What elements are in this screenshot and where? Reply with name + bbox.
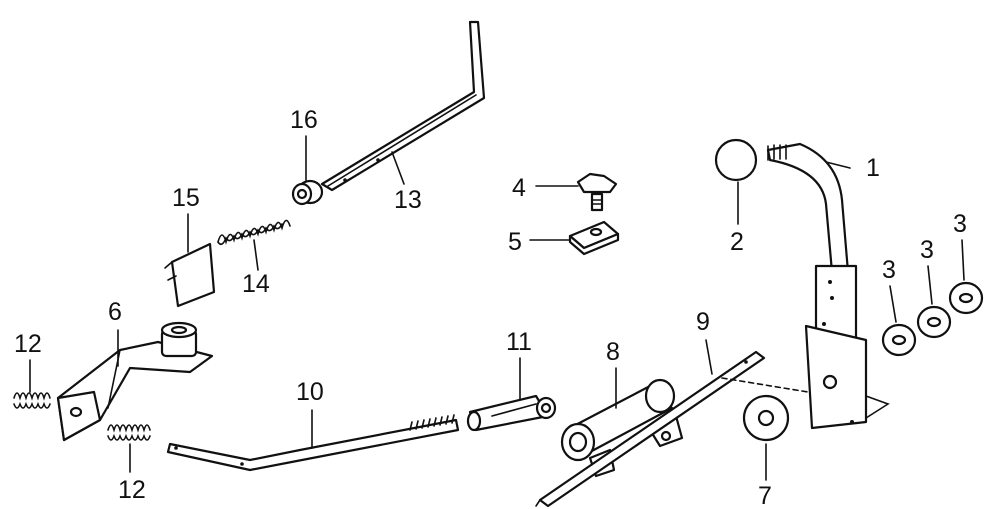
- washer-part-3b: [916, 305, 952, 339]
- washer-part-3a: [881, 323, 917, 357]
- label-part-4: 4: [512, 174, 526, 202]
- label-part-5: 5: [508, 228, 522, 256]
- label-part-3c: 3: [953, 210, 967, 238]
- bracket-part-6: [56, 321, 214, 442]
- label-part-12-left: 12: [14, 330, 42, 358]
- knob-part-2: [714, 138, 758, 182]
- label-part-2: 2: [730, 228, 744, 256]
- label-part-9: 9: [696, 308, 710, 336]
- label-part-13: 13: [394, 186, 422, 214]
- tube-part-8: [560, 378, 684, 478]
- plate-part-5: [568, 220, 620, 256]
- label-part-8: 8: [606, 338, 620, 366]
- label-part-12-lower: 12: [118, 476, 146, 504]
- spring-part-12-lower: [107, 424, 151, 441]
- label-part-7: 7: [758, 482, 772, 509]
- label-part-11: 11: [506, 328, 532, 356]
- washer-part-7: [742, 394, 790, 442]
- label-part-14: 14: [242, 270, 270, 298]
- clip-part-15: [164, 242, 216, 308]
- wing-screw-part-4: [576, 172, 618, 212]
- label-part-3a: 3: [882, 256, 896, 284]
- label-part-1: 1: [866, 154, 880, 182]
- bushing-part-16: [291, 179, 324, 206]
- clevis-part-11: [466, 394, 557, 432]
- label-part-10: 10: [296, 378, 324, 406]
- lever-part-1: [721, 142, 890, 430]
- rod-part-13: [320, 20, 486, 192]
- rod-part-10: [166, 414, 460, 472]
- washer-part-3c: [948, 281, 984, 315]
- spring-part-12-left: [13, 392, 51, 409]
- label-part-6: 6: [108, 298, 122, 326]
- spring-part-14: [217, 219, 291, 246]
- label-part-16: 16: [290, 106, 318, 134]
- link-part-9: [535, 350, 766, 508]
- leader-lines: [29, 135, 965, 481]
- label-part-15: 15: [172, 184, 200, 212]
- label-part-3b: 3: [920, 236, 934, 264]
